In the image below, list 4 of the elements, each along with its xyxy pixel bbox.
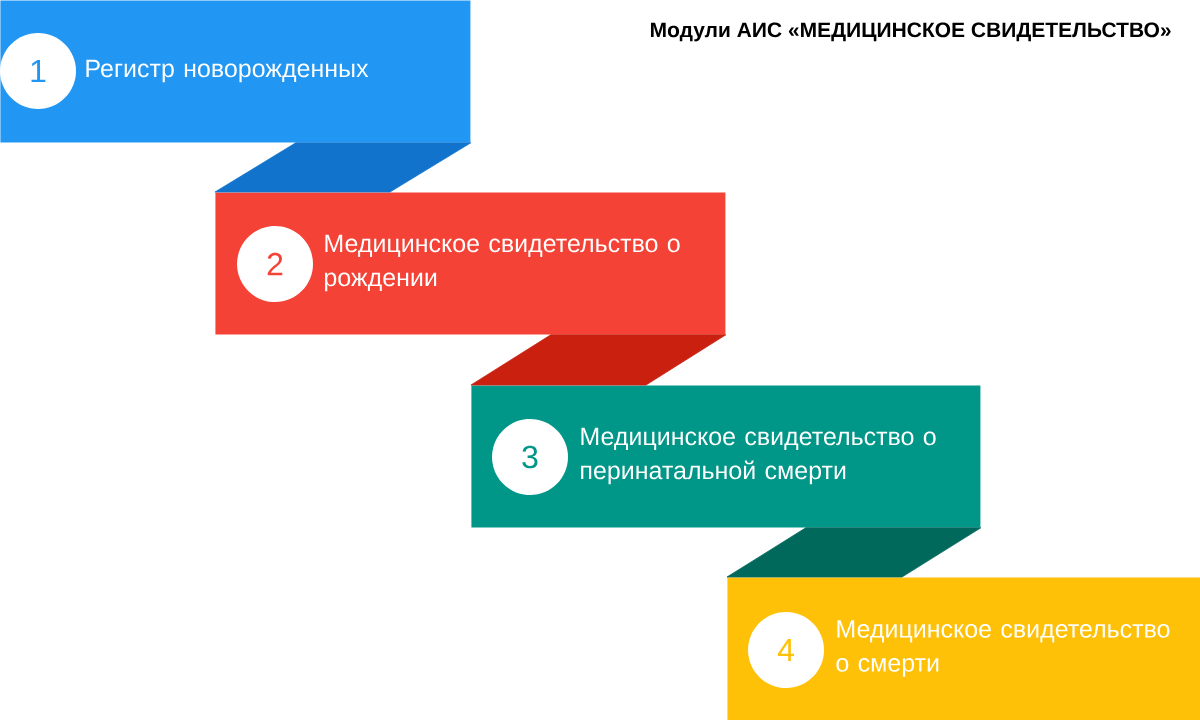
ribbon-fold bbox=[214, 142, 472, 193]
ribbon-fold bbox=[726, 527, 982, 578]
ribbon-fold bbox=[470, 334, 727, 386]
title: Модули АИС «МЕДИЦИНСКОЕ СВИДЕТЕЛЬСТВО» bbox=[651, 22, 1171, 42]
